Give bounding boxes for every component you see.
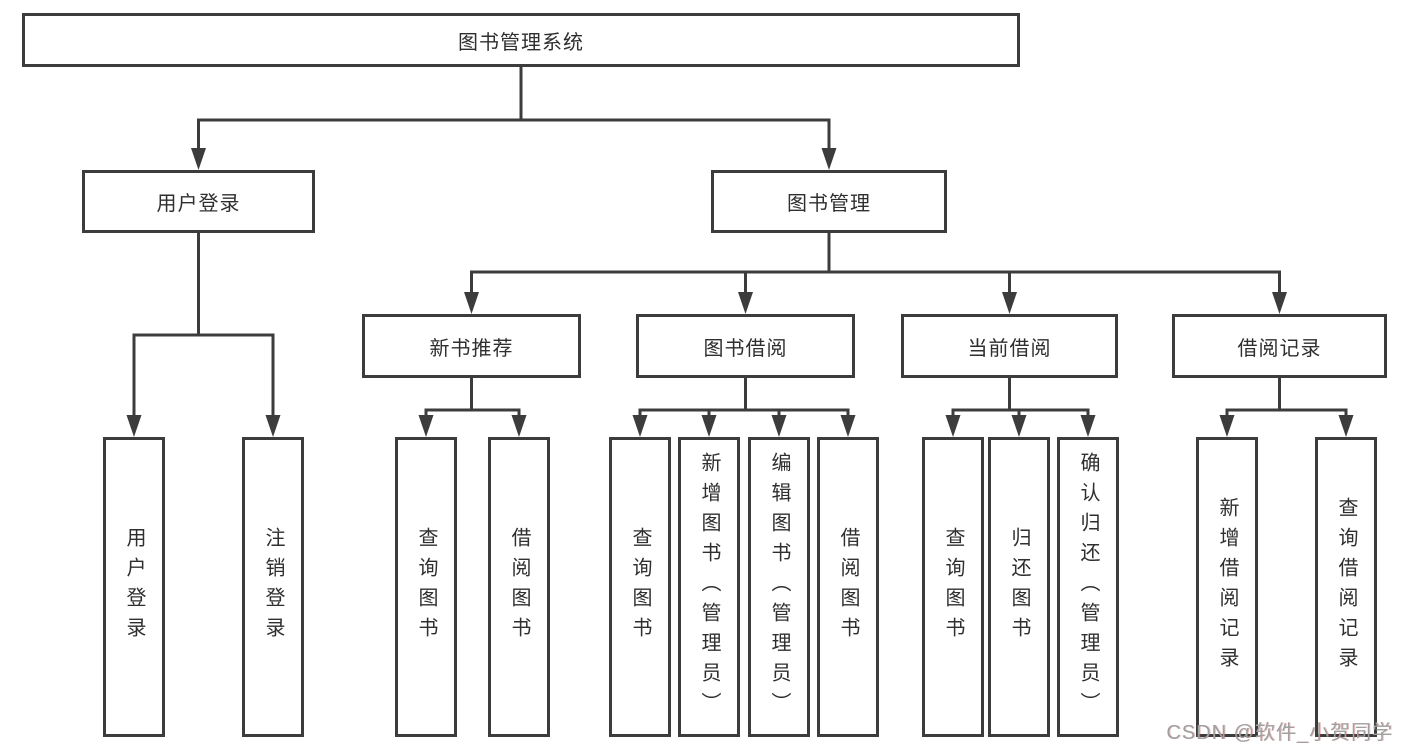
leaf-add-book-admin: 新增图书（管理员） <box>678 437 740 737</box>
leaf-user-login: 用户登录 <box>103 437 165 737</box>
leaf-return-book: 归还图书 <box>988 437 1050 737</box>
leaf-query-books-borrow: 查询图书 <box>609 437 671 737</box>
leaf-logout-login: 注销登录 <box>242 437 304 737</box>
leaf-borrow-books-recommend: 借阅图书 <box>488 437 550 737</box>
watermark: CSDN @软件_小贺同学 <box>1166 722 1393 744</box>
leaf-confirm-return-admin: 确认归还（管理员） <box>1057 437 1119 737</box>
leaf-borrow-books: 借阅图书 <box>817 437 879 737</box>
node-root: 图书管理系统 <box>22 13 1020 67</box>
leaf-edit-book-admin: 编辑图书（管理员） <box>748 437 810 737</box>
node-borrow-records: 借阅记录 <box>1172 314 1387 378</box>
node-user-login: 用户登录 <box>82 170 315 233</box>
node-new-book-recommend: 新书推荐 <box>362 314 581 378</box>
leaf-query-books-recommend: 查询图书 <box>395 437 457 737</box>
arrowheads <box>126 148 1354 437</box>
node-current-borrow: 当前借阅 <box>901 314 1118 378</box>
node-book-management: 图书管理 <box>711 170 947 233</box>
node-book-borrow: 图书借阅 <box>636 314 855 378</box>
leaf-query-books-current: 查询图书 <box>922 437 984 737</box>
leaf-query-borrow-record: 查询借阅记录 <box>1315 437 1377 737</box>
leaf-add-borrow-record: 新增借阅记录 <box>1196 437 1258 737</box>
